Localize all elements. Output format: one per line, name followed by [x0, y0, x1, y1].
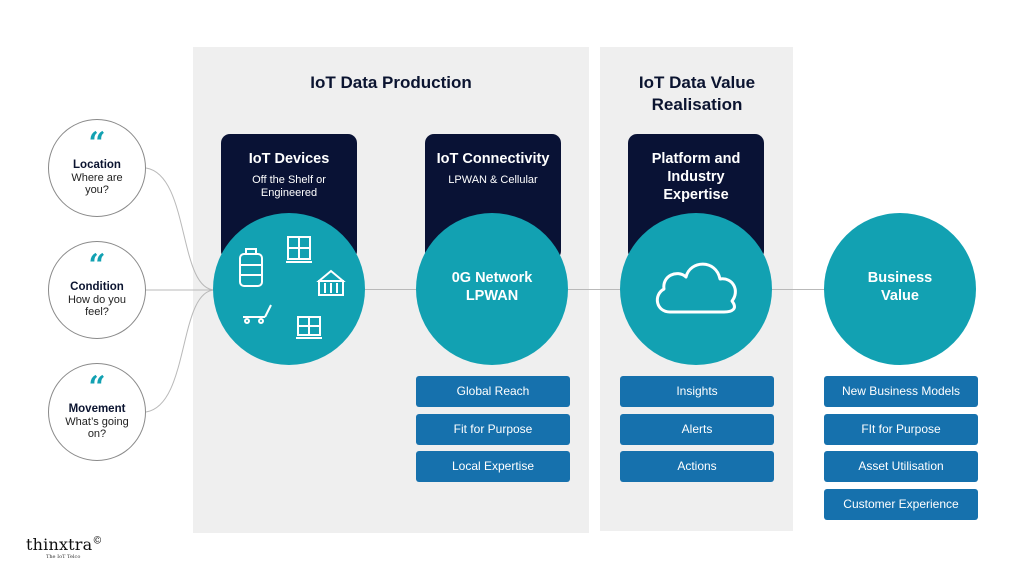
business-item: New Business Models — [824, 376, 978, 407]
connectivity-item: Global Reach — [416, 376, 570, 407]
logo-name: thinxtra — [26, 535, 93, 554]
platform-circle — [620, 213, 772, 365]
connectivity-subtitle: LPWAN & Cellular — [448, 174, 538, 186]
platform-title: Platform and Industry Expertise — [651, 151, 741, 203]
connectivity-item: Local Expertise — [416, 451, 570, 482]
ibc-tote-icon — [286, 236, 312, 263]
connector-location — [145, 167, 216, 291]
question-subtitle: Where are you? — [71, 172, 123, 196]
quote-icon: “ — [88, 248, 106, 283]
gas-cylinder-icon — [239, 248, 263, 287]
devices-title: IoT Devices — [248, 151, 330, 167]
business-circle-label: Business Value — [867, 270, 933, 304]
shipping-container-icon — [316, 269, 346, 296]
trolley-icon — [243, 304, 272, 324]
connectivity-title: IoT Connectivity — [436, 151, 550, 167]
question-condition: “ Condition How do you feel? — [48, 241, 146, 339]
platform-item: Actions — [620, 451, 774, 482]
pallet-icon — [296, 316, 322, 339]
connectivity-item: Fit for Purpose — [416, 414, 570, 445]
business-item: FIt for Purpose — [824, 414, 978, 445]
quote-icon: “ — [88, 126, 106, 161]
link-devices-connectivity — [364, 289, 422, 290]
question-movement: “ Movement What’s going on? — [48, 363, 146, 461]
question-subtitle: What’s going on? — [65, 416, 129, 440]
link-platform-business — [770, 289, 826, 290]
realisation-title: IoT Data Value Realisation — [638, 73, 756, 114]
thinxtra-logo: thinxtra© — [26, 535, 103, 554]
question-title: Movement — [68, 403, 126, 415]
connector-movement — [145, 289, 216, 413]
devices-subtitle: Off the Shelf or Engineered — [252, 174, 326, 199]
platform-item: Insights — [620, 376, 774, 407]
devices-circle — [213, 213, 365, 365]
business-item: Asset Utilisation — [824, 451, 978, 482]
devices-icons — [239, 236, 346, 339]
platform-item: Alerts — [620, 414, 774, 445]
logo-tagline: The IoT Telco — [46, 554, 81, 560]
business-circle: Business Value — [824, 213, 976, 365]
question-title: Location — [73, 159, 121, 171]
business-item: Customer Experience — [824, 489, 978, 520]
question-location: “ Location Where are you? — [48, 119, 146, 217]
question-subtitle: How do you feel? — [67, 294, 127, 318]
logo-symbol: © — [92, 535, 103, 547]
cloud-icon — [655, 262, 737, 314]
connectivity-circle: 0G Network LPWAN — [416, 213, 568, 365]
quote-icon: “ — [88, 370, 106, 405]
question-title: Condition — [70, 281, 124, 293]
link-connectivity-platform — [568, 289, 622, 290]
connectivity-circle-label: 0G Network LPWAN — [451, 270, 533, 304]
production-title: IoT Data Production — [310, 73, 472, 92]
